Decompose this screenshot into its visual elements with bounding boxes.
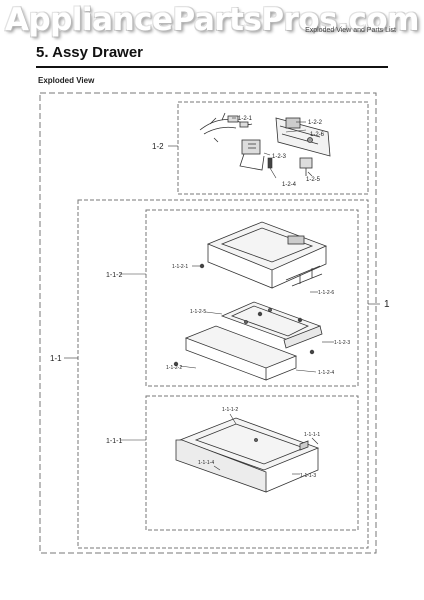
label-1-1-1-1: 1-1-1-1: [304, 432, 320, 438]
label-1-2-5: 1-2-5: [306, 177, 321, 183]
part-small-switch: [299, 157, 313, 176]
leader-lines: [64, 117, 380, 475]
label-1-2-4: 1-2-4: [282, 182, 297, 188]
label-1-1-2: 1-1-2: [106, 272, 122, 279]
label-1-1-2-2: 1-1-2-2: [166, 365, 182, 371]
label-1-2-6: 1-2-6: [310, 132, 325, 138]
label-1-1-1: 1-1-1: [106, 438, 122, 445]
label-1-1-2-6: 1-1-2-6: [318, 290, 334, 296]
part-switch-assy: [239, 139, 265, 171]
title-rule: [36, 66, 388, 68]
label-1-1-2-1: 1-1-2-1: [172, 264, 188, 270]
frame-1-1: [77, 199, 369, 549]
frame-1-1-1: [145, 395, 359, 531]
exploded-view-title: Exploded View: [38, 76, 95, 85]
part-frame-1-1-2: [206, 221, 328, 289]
label-1-1-2-4: 1-1-2-4: [318, 370, 334, 376]
part-drawer-1-1-1: [175, 417, 320, 493]
label-1-2-2: 1-2-2: [308, 120, 323, 126]
section-title: 5. Assy Drawer: [36, 44, 144, 61]
frame-1-2: [177, 101, 369, 195]
label-1-2: 1-2: [152, 142, 164, 151]
part-front-frame-1-1-2-4: [184, 325, 298, 381]
header-right-text: Exploded View and Parts List: [305, 27, 396, 34]
part-screws: [173, 263, 315, 367]
frame-outer: [39, 92, 377, 554]
label-1-1-2-3: 1-1-2-3: [334, 340, 350, 346]
frame-1-1-2: [145, 209, 359, 387]
label-1-1-1-3: 1-1-1-3: [300, 473, 316, 479]
label-1-2-3: 1-2-3: [272, 154, 287, 160]
label-1-1-1-2: 1-1-1-2: [222, 407, 238, 413]
watermark: AppliancePartsPros.com: [5, 2, 419, 38]
part-wire-harness: [199, 112, 253, 143]
label-1-1-2-5: 1-1-2-5: [190, 309, 206, 315]
label-1-2-1: 1-2-1: [238, 116, 253, 122]
label-1-1-1-4: 1-1-1-4: [198, 460, 214, 466]
part-slide-side-1-1-2-3: [283, 325, 323, 349]
label-1-1: 1-1: [50, 354, 62, 363]
part-control-bracket: [275, 117, 331, 157]
label-1: 1: [384, 299, 390, 310]
